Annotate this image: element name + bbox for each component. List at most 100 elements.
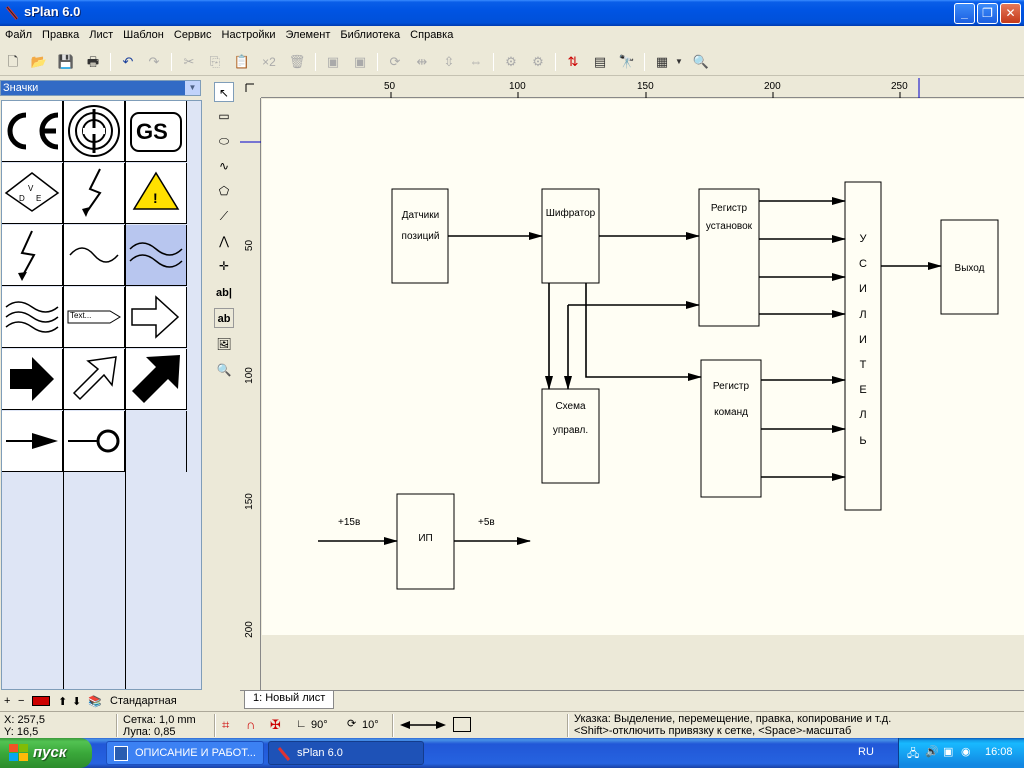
maximize-button[interactable]: ❐	[977, 3, 998, 24]
diag-filled-arrow-symbol[interactable]	[126, 349, 187, 410]
menu-file[interactable]: Файл	[5, 29, 33, 41]
radio-emission-symbol[interactable]	[64, 101, 125, 162]
zoom-tool-icon[interactable]: 🔍	[216, 363, 232, 377]
caution-symbol[interactable]: !	[126, 163, 187, 224]
vde-mark-symbol[interactable]: V D E	[2, 163, 63, 224]
pointer-tool-icon[interactable]: ↖	[214, 82, 234, 102]
text-label-symbol[interactable]: Text...	[64, 287, 125, 348]
bring-front-icon[interactable]: ▣	[326, 54, 340, 69]
junction-tool-icon[interactable]: ✛	[218, 259, 230, 273]
remove-icon[interactable]: −	[18, 695, 25, 707]
minimize-button[interactable]: _	[954, 3, 975, 24]
volume-icon[interactable]: 🔊	[925, 746, 939, 758]
crosshair-icon[interactable]: ✠	[270, 717, 281, 732]
taskbar-item-splan[interactable]: sPlan 6.0	[268, 741, 424, 765]
ellipse-tool-icon[interactable]: ⬭	[218, 134, 230, 148]
library-name[interactable]: Стандартная	[110, 695, 177, 707]
numbering-icon[interactable]: ⇅	[567, 54, 579, 69]
tray-app-icon[interactable]: ▣	[943, 746, 954, 758]
angle-10[interactable]: 10°	[362, 719, 379, 731]
text-tool-icon[interactable]: ab|	[216, 287, 232, 299]
redo-icon[interactable]: ↷	[148, 54, 160, 69]
amplifier-letter: Ь	[859, 434, 867, 447]
copy-icon[interactable]: ⎘	[209, 54, 221, 69]
line-tool-icon[interactable]: ⟋	[219, 209, 229, 223]
menu-edit[interactable]: Правка	[42, 29, 80, 41]
language-indicator[interactable]: RU	[858, 746, 874, 758]
chevron-down-icon[interactable]: ▼	[185, 81, 200, 95]
new-file-icon[interactable]: 🗋	[7, 54, 19, 69]
curve-tool-icon[interactable]: ∿	[218, 159, 230, 173]
menu-service[interactable]: Сервис	[173, 29, 212, 41]
menu-template[interactable]: Шаблон	[123, 29, 164, 41]
menu-library[interactable]: Библиотека	[340, 29, 401, 41]
grid-icon[interactable]: ▦	[655, 54, 669, 69]
print-icon[interactable]: 🖶	[86, 54, 100, 69]
rotate-icon[interactable]: ⟳	[389, 54, 401, 69]
menu-element[interactable]: Элемент	[285, 29, 331, 41]
cut-icon[interactable]: ✂	[183, 54, 195, 69]
ce-mark-symbol[interactable]	[2, 101, 63, 162]
align-icon[interactable]: ⇔	[469, 54, 483, 69]
menu-sheet[interactable]: Лист	[89, 29, 114, 41]
tray-media-icon[interactable]: ◉	[961, 746, 971, 758]
lightning-arrow-symbol[interactable]	[2, 225, 63, 286]
delete-icon[interactable]: 🗑	[288, 54, 306, 69]
duplicate-x2-button[interactable]: ×2	[262, 55, 276, 69]
send-back-icon[interactable]: ▣	[353, 54, 367, 69]
fill-style-icon[interactable]	[453, 717, 471, 732]
network-icon[interactable]: 🖧	[907, 748, 920, 760]
group-icon[interactable]: ⚙	[505, 54, 517, 69]
menu-settings[interactable]: Настройки	[221, 29, 276, 41]
rectangle-tool-icon[interactable]: ▭	[218, 109, 230, 123]
library-book-icon[interactable]: 📚	[88, 696, 102, 708]
zoom-level[interactable]: Лупа: 0,85	[123, 726, 176, 738]
grid-dropdown-icon[interactable]: ▼	[675, 57, 683, 66]
gs-mark-symbol[interactable]: GS	[126, 101, 187, 162]
textbox-tool-icon[interactable]: ab	[214, 308, 234, 328]
diag-outline-arrow-symbol[interactable]	[64, 349, 125, 410]
line-circle-symbol[interactable]	[64, 411, 125, 472]
snap-grid-icon[interactable]: ⌗	[222, 717, 230, 732]
polygon-tool-icon[interactable]: ⬠	[218, 184, 230, 198]
find-binoculars-icon[interactable]: 🔭	[618, 54, 636, 69]
taskbar-item-document[interactable]: ОПИСАНИЕ И РАБОТ...	[106, 741, 264, 765]
grid-size[interactable]: Сетка: 1,0 mm	[123, 714, 196, 726]
block-reg-settings[interactable]	[698, 188, 760, 327]
polyline-tool-icon[interactable]: ⋀	[219, 234, 229, 248]
menu-help[interactable]: Справка	[410, 29, 454, 41]
outline-arrow-symbol[interactable]	[126, 287, 187, 348]
library-edit-icon[interactable]	[32, 696, 50, 706]
move-up-icon[interactable]: ⬆	[58, 696, 68, 708]
single-wave-symbol[interactable]	[64, 225, 125, 286]
line-arrow-symbol[interactable]	[2, 411, 63, 472]
mirror-vertical-icon[interactable]: ⇳	[443, 54, 455, 69]
amplifier-label: У С И Л И Т Е Л Ь	[845, 227, 881, 454]
magnet-icon[interactable]: ∩	[246, 717, 256, 732]
sheet-tab[interactable]: 1: Новый лист	[244, 691, 335, 709]
drawing-sheet[interactable]: Датчики позиций Шифратор Регистр установ…	[262, 99, 1024, 635]
ungroup-icon[interactable]: ⚙	[532, 54, 544, 69]
zoom-magnifier-icon[interactable]: 🔍	[692, 54, 710, 69]
close-button[interactable]: ✕	[1000, 3, 1021, 24]
block-encoder[interactable]	[541, 188, 600, 284]
paste-icon[interactable]: 📋	[233, 54, 251, 69]
parts-list-icon[interactable]: ▤	[593, 54, 607, 69]
start-button[interactable]: пуск	[0, 738, 92, 768]
filled-arrow-symbol[interactable]	[2, 349, 63, 410]
image-tool-icon[interactable]: 🖼	[216, 337, 232, 351]
library-selector[interactable]: Значки ▼	[0, 80, 201, 96]
mirror-horizontal-icon[interactable]: ⇹	[416, 54, 428, 69]
triple-wave-symbol[interactable]	[2, 287, 63, 348]
open-folder-icon[interactable]: 📂	[30, 54, 48, 69]
ruler-corner[interactable]	[240, 78, 261, 98]
save-icon[interactable]: 💾	[57, 54, 75, 69]
double-wave-symbol[interactable]	[126, 225, 187, 286]
lightning-symbol[interactable]	[64, 163, 125, 224]
block-amplifier[interactable]	[844, 181, 882, 511]
move-down-icon[interactable]: ⬇	[72, 696, 82, 708]
add-icon[interactable]: +	[4, 695, 11, 707]
undo-icon[interactable]: ↶	[122, 54, 134, 69]
angle-90[interactable]: 90°	[311, 719, 328, 731]
line-end-style-icon[interactable]	[400, 719, 446, 731]
